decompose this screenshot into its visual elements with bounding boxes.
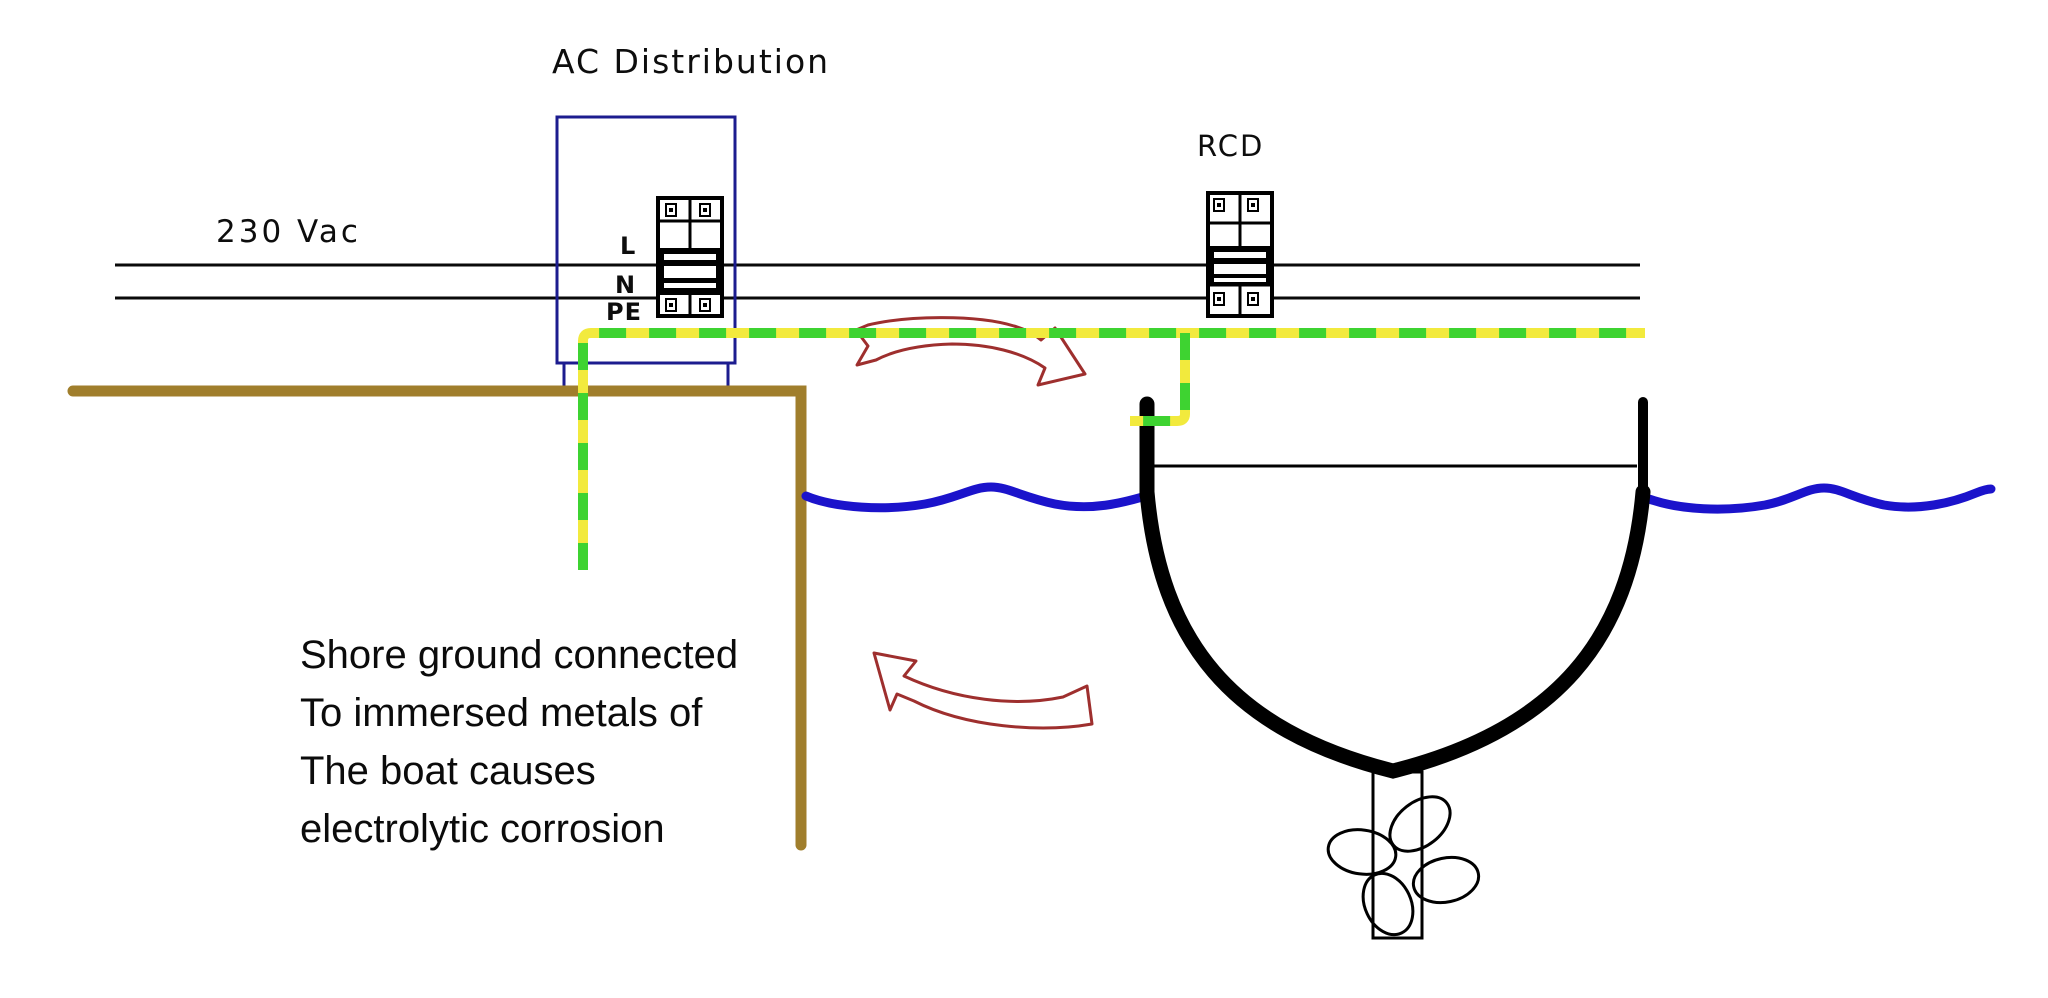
line-l-label: L bbox=[620, 232, 637, 260]
propeller-blade bbox=[1388, 795, 1452, 853]
current-flow-arrows bbox=[854, 316, 1094, 730]
water-left-segment bbox=[801, 482, 1151, 513]
current-arrow-bottom bbox=[872, 651, 1094, 730]
current-arrow-top bbox=[854, 316, 1087, 387]
supply-bus-lines bbox=[115, 263, 1640, 300]
neutral-n-label: N bbox=[615, 271, 637, 299]
pe-wire-yellow-main bbox=[578, 328, 1645, 570]
corrosion-caption: Shore ground connected To immersed metal… bbox=[300, 626, 738, 858]
propeller bbox=[1326, 795, 1481, 937]
breaker-band-slot bbox=[664, 254, 716, 260]
ac-box-breaker bbox=[656, 196, 724, 318]
pe-wire-green-boat-drop bbox=[1130, 333, 1190, 426]
ac-distribution-box bbox=[555, 115, 737, 388]
rcd-band-slot bbox=[1214, 264, 1266, 274]
caption-line-2: To immersed metals of bbox=[300, 691, 703, 735]
caption-line-3: The boat causes bbox=[300, 749, 596, 793]
rcd-breaker bbox=[1206, 191, 1274, 318]
propeller-blade bbox=[1326, 828, 1398, 876]
hull-outline bbox=[1139, 484, 1651, 779]
rcd-band-slot bbox=[1214, 278, 1266, 282]
voltage-label: 230 Vac bbox=[216, 214, 361, 250]
rcd-terminal-marks bbox=[1213, 198, 1259, 306]
water-right-segment bbox=[1644, 483, 1996, 514]
caption-line-4: electrolytic corrosion bbox=[300, 807, 665, 851]
pe-wire-yellow-boat-drop bbox=[1130, 333, 1190, 426]
pe-ground-wire bbox=[578, 328, 1645, 570]
protective-earth-label: PE bbox=[606, 298, 642, 326]
keel-shaft bbox=[1371, 770, 1424, 940]
rcd-label: RCD bbox=[1197, 129, 1265, 163]
breaker-band-slot bbox=[664, 283, 716, 288]
shore-ground-line bbox=[67, 385, 807, 851]
boat bbox=[1139, 396, 1651, 940]
pe-wire-green-main bbox=[578, 328, 1645, 570]
breaker-terminal-marks bbox=[665, 203, 711, 312]
ac-distribution-label: AC Distribution bbox=[552, 42, 831, 81]
propeller-blade bbox=[1361, 871, 1415, 937]
breaker-band-slot bbox=[664, 266, 716, 278]
water bbox=[801, 482, 1996, 514]
propeller-blade bbox=[1411, 855, 1481, 905]
caption-line-1: Shore ground connected bbox=[300, 633, 739, 677]
rcd-band-slot bbox=[1214, 252, 1266, 258]
ac-box-outline bbox=[555, 115, 737, 365]
